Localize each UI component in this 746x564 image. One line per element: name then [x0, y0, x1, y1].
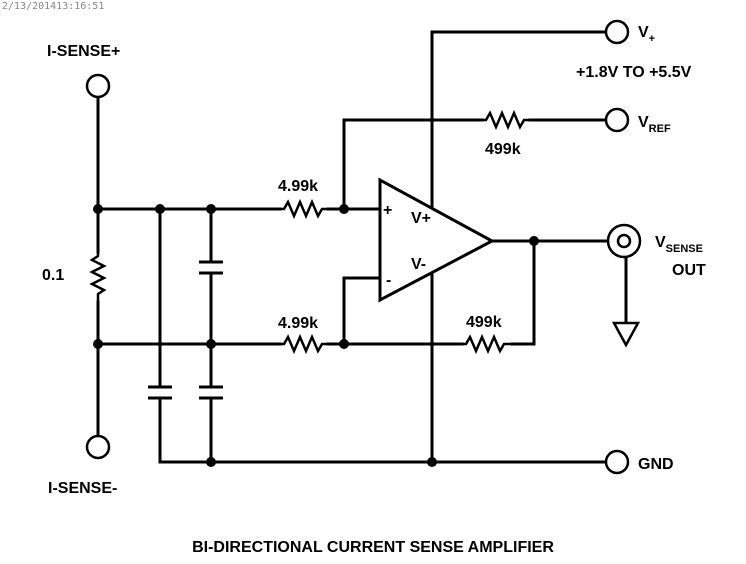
resistor-in-top: [280, 198, 328, 220]
terminal-vsense-inner: [616, 233, 632, 249]
label-r-feedback: 499k: [466, 314, 502, 331]
label-r-ref: 499k: [485, 141, 521, 158]
terminal-isense-plus: [85, 73, 111, 99]
label-vsense-out: OUT: [672, 262, 706, 279]
label-isense-minus: I-SENSE-: [48, 480, 117, 497]
terminal-vplus: [604, 19, 630, 45]
label-shunt-value: 0.1: [42, 267, 64, 284]
label-vsense: VSENSE: [655, 234, 703, 255]
junction-dot: [155, 204, 165, 214]
timestamp: 2/13/201413:16:51: [2, 1, 105, 12]
opamp-plus-sign: +: [383, 202, 392, 219]
opamp-vplus-pin: V+: [411, 210, 431, 227]
junction-dot: [427, 457, 437, 467]
opamp-triangle: [378, 177, 496, 303]
junction-dot: [93, 204, 103, 214]
resistor-ref: [482, 109, 530, 131]
opamp-minus-sign: -: [386, 272, 391, 289]
resistor-in-bottom: [280, 333, 328, 355]
opamp-vminus-pin: V-: [411, 256, 426, 273]
resistor-shunt: [89, 252, 107, 302]
label-vplus: V+: [638, 24, 655, 45]
junction-dot: [206, 204, 216, 214]
ground-symbol: [611, 321, 641, 348]
junction-dot: [206, 339, 216, 349]
terminal-gnd: [604, 449, 630, 475]
junction-dot: [206, 457, 216, 467]
junction-dot: [339, 339, 349, 349]
junction-dot: [93, 339, 103, 349]
label-isense-plus: I-SENSE+: [47, 43, 120, 60]
label-supply-range: +1.8V TO +5.5V: [576, 64, 692, 81]
terminal-isense-minus: [85, 434, 111, 460]
label-r-in-top: 4.99k: [278, 178, 318, 195]
diagram-title: BI-DIRECTIONAL CURRENT SENSE AMPLIFIER: [192, 539, 554, 556]
label-r-in-bottom: 4.99k: [278, 315, 318, 332]
label-gnd: GND: [638, 456, 674, 473]
label-vref: VREF: [638, 114, 671, 135]
junction-dot: [339, 204, 349, 214]
terminal-vref: [604, 107, 630, 133]
junction-dot: [529, 236, 539, 246]
resistor-feedback: [462, 333, 512, 355]
